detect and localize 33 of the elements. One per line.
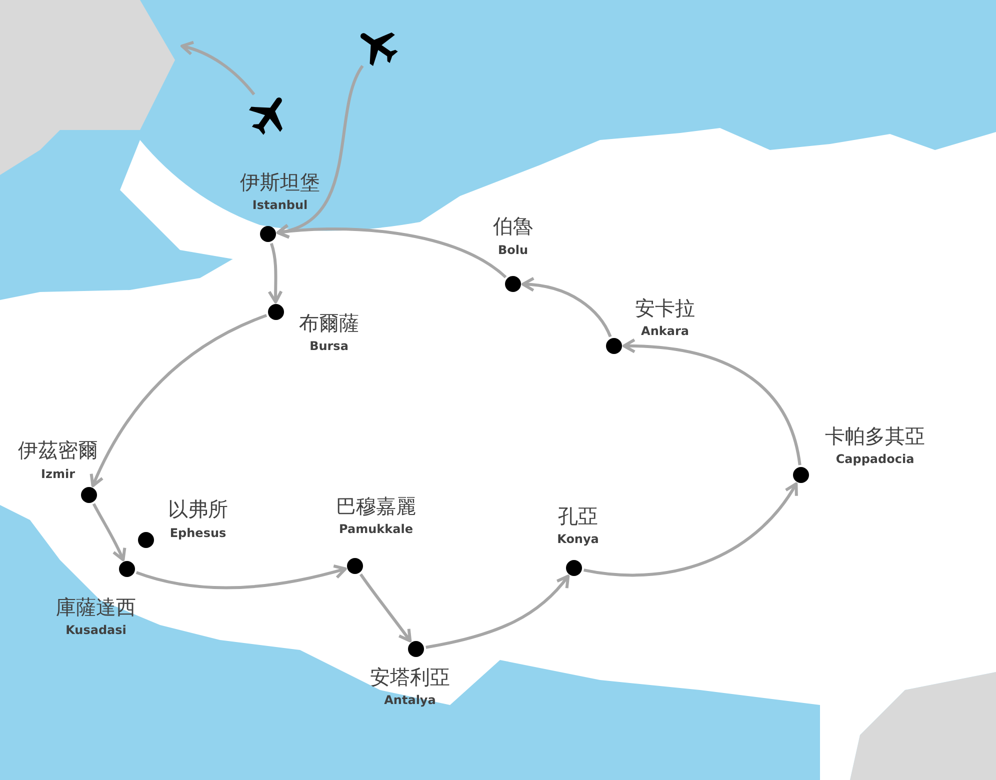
- route-arrow: [426, 574, 570, 649]
- city-name-latin: Istanbul: [252, 199, 308, 211]
- city-name: 孔亞: [558, 506, 598, 526]
- city-name: 伯魯: [493, 216, 533, 236]
- city-name: 卡帕多其亞: [825, 426, 925, 446]
- city-name: 安塔利亞: [370, 667, 450, 687]
- route-arrow: [276, 65, 364, 238]
- route-arrow: [136, 564, 347, 590]
- city-name: 以弗所: [168, 499, 228, 519]
- route-arrow: [90, 314, 268, 488]
- route-arrow: [359, 573, 412, 642]
- route-arrow: [180, 41, 256, 96]
- city-name-latin: Ankara: [641, 325, 689, 337]
- city-name-latin: Kusadasi: [66, 624, 126, 636]
- route-arrow: [268, 242, 283, 304]
- city-name-latin: Konya: [557, 533, 599, 545]
- city-name: 安卡拉: [635, 298, 695, 318]
- city-name: 布爾薩: [299, 313, 359, 333]
- city-name-latin: Cappadocia: [836, 453, 914, 465]
- city-name: 伊斯坦堡: [240, 172, 320, 192]
- route-arrow: [622, 338, 802, 466]
- city-name-latin: Ephesus: [170, 527, 226, 539]
- city-name-latin: Antalya: [384, 694, 436, 706]
- city-name-latin: Bursa: [310, 340, 348, 352]
- route-arrow: [522, 277, 612, 338]
- city-name-latin: Bolu: [498, 244, 528, 256]
- route-arrow: [92, 503, 126, 562]
- route-arrow: [276, 224, 507, 278]
- city-name: 巴穆嘉麗: [336, 496, 416, 516]
- city-name-latin: Pamukkale: [339, 523, 413, 535]
- city-name: 伊茲密爾: [18, 440, 98, 460]
- route-arrow: [584, 482, 798, 577]
- city-name-latin: Izmir: [41, 468, 75, 480]
